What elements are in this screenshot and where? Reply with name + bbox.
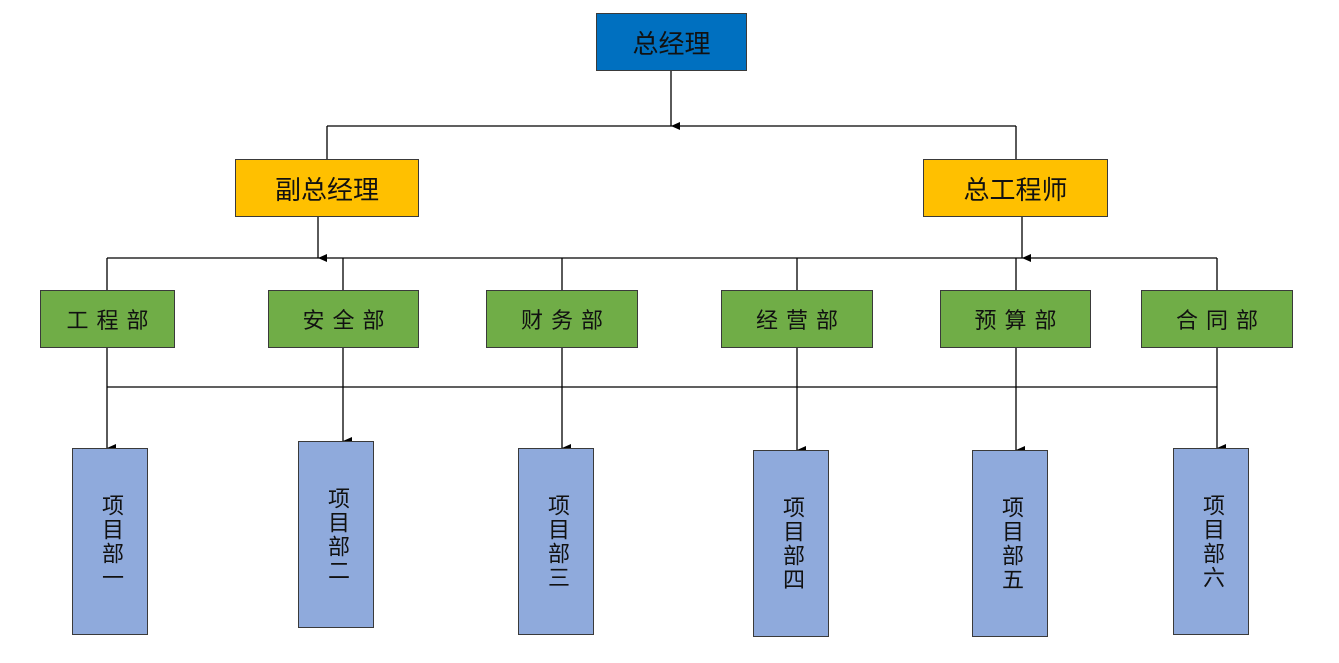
node-project-2: 项目部二 (298, 441, 374, 628)
node-dept-safety: 安全部 (268, 290, 419, 348)
node-dept-finance: 财务部 (486, 290, 638, 348)
node-project-1: 项目部一 (72, 448, 148, 635)
node-dept-operations: 经营部 (721, 290, 873, 348)
node-dept-budget: 预算部 (940, 290, 1091, 348)
node-chief-engineer: 总工程师 (923, 159, 1108, 217)
node-deputy-general-manager: 副总经理 (235, 159, 419, 217)
node-project-3: 项目部三 (518, 448, 594, 635)
node-dept-engineering: 工程部 (40, 290, 175, 348)
node-dept-contracts: 合同部 (1141, 290, 1293, 348)
node-general-manager: 总经理 (596, 13, 747, 71)
node-project-4: 项目部四 (753, 450, 829, 637)
node-project-5: 项目部五 (972, 450, 1048, 637)
node-project-6: 项目部六 (1173, 448, 1249, 635)
